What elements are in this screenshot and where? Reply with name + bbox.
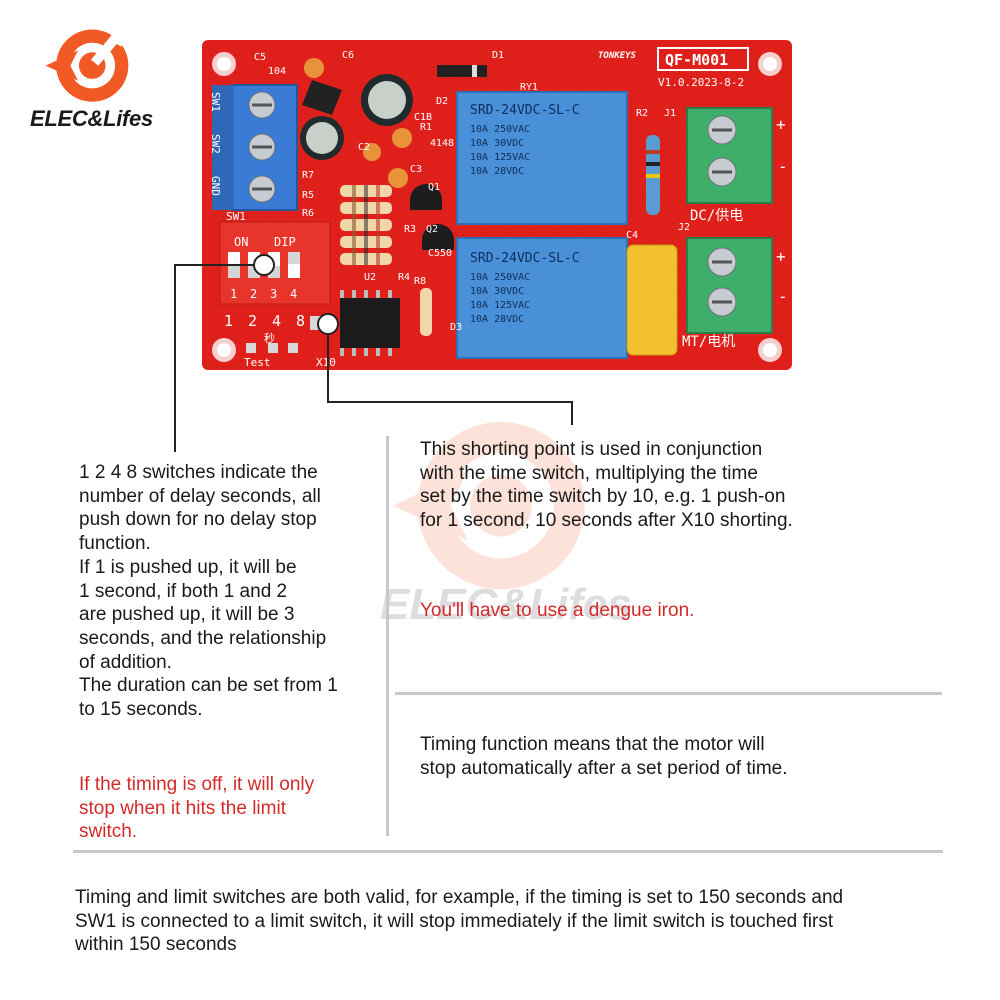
dip-number-3: 3 <box>270 287 277 301</box>
model-badge <box>657 47 749 71</box>
seconds-label: 秒 <box>264 331 275 345</box>
label-r7: R7 <box>302 170 314 181</box>
horizontal-divider-right <box>395 692 942 695</box>
ceramic-cap <box>304 58 324 78</box>
relay2-spec-4: 10A 28VDC <box>470 314 524 325</box>
iron-note: You'll have to use a dengue iron. <box>420 600 695 621</box>
watermark-logo-icon <box>393 422 585 590</box>
yellow-capacitor-c4 <box>626 244 678 356</box>
electrolytic-capacitors <box>300 74 413 160</box>
terminal-label-sw1: SW1 <box>209 92 222 112</box>
version-label: V1.0.2023-8-2 <box>658 76 744 89</box>
label-j2: J2 <box>678 222 690 233</box>
vertical-divider <box>386 436 389 836</box>
timing-function-text: Timing function means that the motor wil… <box>420 734 788 779</box>
transistor-q1 <box>410 184 442 210</box>
sw1-label: SW1 <box>226 210 246 223</box>
label-u2: U2 <box>364 272 376 283</box>
label-c6: C6 <box>342 50 354 61</box>
resistor-array <box>340 185 392 265</box>
relay1-spec-4: 10A 28VDC <box>470 166 524 177</box>
label-r6: R6 <box>302 208 314 219</box>
shorting-point-text: This shorting point is used in conjuncti… <box>420 439 793 532</box>
label-c1b: C1B <box>414 112 432 123</box>
pcb-board: SW1 SW2 GND SW1 ON DIP 1 2 3 4 1 2 4 8 秒… <box>202 40 792 370</box>
x10-label: X10 <box>316 356 336 369</box>
brand-logo-text: ELEC&Lifes <box>30 106 153 131</box>
label-d1: D1 <box>492 50 504 61</box>
label-c3: C3 <box>410 164 422 175</box>
relay-ry1 <box>456 91 628 225</box>
dip-number-2: 2 <box>250 287 257 301</box>
dip-weight-1: 1 <box>224 312 233 330</box>
label-104: 104 <box>268 66 286 77</box>
relay2-model: SRD-24VDC-SL-C <box>470 251 580 266</box>
label-q2: Q2 <box>426 224 438 235</box>
mt-minus: - <box>778 287 788 306</box>
label-r8: R8 <box>414 276 426 287</box>
timing-off-note: If the timing is off, it will only stop … <box>79 774 315 843</box>
transistor-q2 <box>422 224 454 250</box>
label-4148: 4148 <box>430 138 454 149</box>
input-terminal-block <box>212 84 298 211</box>
model-label: QF-M001 <box>665 51 728 69</box>
dip-number-4: 4 <box>290 287 297 301</box>
diode-d1 <box>437 65 487 77</box>
dc-terminal-block <box>686 107 773 204</box>
label-q1: Q1 <box>428 182 440 193</box>
label-r1: R1 <box>420 122 432 133</box>
label-r5: R5 <box>302 190 314 201</box>
relay1-spec-1: 10A 250VAC <box>470 124 530 135</box>
dip-on-label: ON <box>234 235 248 249</box>
resistor-r8 <box>420 288 432 336</box>
watermark-text: ELEC&Lifes <box>380 580 632 629</box>
mt-plus: + <box>776 247 786 266</box>
label-d2: D2 <box>436 96 448 107</box>
dc-plus: + <box>776 115 786 134</box>
relay2-spec-3: 10A 125VAC <box>470 300 530 311</box>
relay1-model: SRD-24VDC-SL-C <box>470 103 580 118</box>
dip-explanation-text: 1 2 4 8 switches indicate the number of … <box>79 462 338 721</box>
label-r3: R3 <box>404 224 416 235</box>
label-r2: R2 <box>636 108 648 119</box>
dip-weight-4: 4 <box>272 312 281 330</box>
label-d3: D3 <box>450 322 462 333</box>
label-c2: C2 <box>358 142 370 153</box>
terminal-label-gnd: GND <box>209 176 222 196</box>
horizontal-divider-bottom <box>73 850 943 853</box>
label-c5: C5 <box>254 52 266 63</box>
maker-label: TONKEYS <box>598 51 637 61</box>
test-pad <box>246 343 256 353</box>
x10-pad <box>310 316 324 330</box>
dip-weight-8: 8 <box>296 312 305 330</box>
relay2-spec-1: 10A 250VAC <box>470 272 530 283</box>
label-ry1: RY1 <box>520 82 538 93</box>
mt-label: MT/电机 <box>682 334 735 350</box>
motor-terminal-block <box>686 237 773 334</box>
dip-label: DIP <box>274 235 296 249</box>
bottom-note: Timing and limit switches are both valid… <box>75 887 844 956</box>
relay1-spec-3: 10A 125VAC <box>470 152 530 163</box>
brand-logo-icon <box>45 29 129 102</box>
relay2-spec-2: 10A 30VDC <box>470 286 524 297</box>
terminal-label-sw2: SW2 <box>209 134 222 154</box>
dc-minus: - <box>778 157 788 176</box>
relay1-spec-2: 10A 30VDC <box>470 138 524 149</box>
dc-label: DC/供电 <box>690 208 743 224</box>
label-c4: C4 <box>626 230 638 241</box>
label-r4: R4 <box>398 272 410 283</box>
dip-weight-2: 2 <box>248 312 257 330</box>
dip-number-1: 1 <box>230 287 237 301</box>
label-j1: J1 <box>664 108 676 119</box>
ic-u2 <box>340 290 400 356</box>
label-c550: C550 <box>428 248 452 259</box>
test-label: Test <box>244 356 271 369</box>
